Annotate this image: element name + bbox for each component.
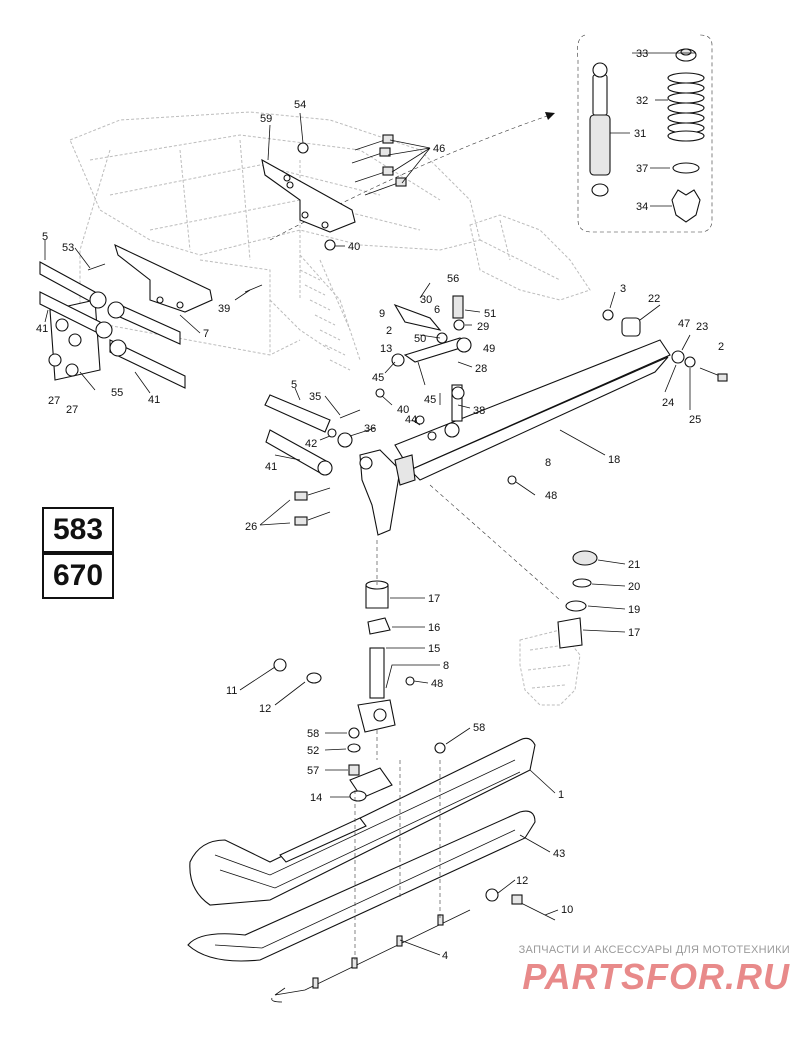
a-arm: [359, 309, 728, 536]
callout-label: 22: [648, 293, 660, 305]
hardware-small: [87, 142, 517, 776]
callout-label: 33: [636, 48, 648, 60]
callout-label: 55: [111, 387, 123, 399]
callout-label: 6: [434, 304, 440, 316]
callout-label: 40: [397, 404, 409, 416]
callout-label: 41: [265, 461, 277, 473]
bracket-assemblies: [48, 134, 407, 381]
callout-label: 53: [62, 242, 74, 254]
watermark-caption: ЗАПЧАСТИ И АКСЕССУАРЫ ДЛЯ МОТОТЕХНИКИ: [518, 944, 790, 956]
callout-label: 46: [433, 143, 445, 155]
model-number-box: 670: [42, 553, 114, 599]
callout-label: 8: [443, 660, 449, 672]
callout-label: 54: [294, 99, 306, 111]
callout-label: 48: [431, 678, 443, 690]
callout-label: 11: [226, 685, 237, 697]
leader-lines: [44, 52, 695, 956]
callout-label: 43: [553, 848, 565, 860]
callout-label: 29: [477, 321, 489, 333]
callout-label: 40: [348, 241, 360, 253]
callout-label: 18: [608, 454, 620, 466]
callout-label: 5: [291, 379, 297, 391]
model-number-box: 583: [42, 507, 114, 553]
callout-label: 7: [203, 328, 209, 340]
callout-label: 51: [484, 308, 496, 320]
callout-label: 49: [483, 343, 495, 355]
callout-label: 23: [696, 321, 708, 333]
callout-label: 58: [307, 728, 319, 740]
suspension-rods: [39, 261, 353, 476]
model-number: 670: [52, 559, 104, 592]
callout-label: 17: [628, 627, 640, 639]
callout-label: 48: [545, 490, 557, 502]
callout-label: 58: [473, 722, 485, 734]
callout-label: 20: [628, 581, 640, 593]
callout-label: 13: [380, 343, 392, 355]
shock-inset: [269, 34, 713, 241]
callout-label: 21: [628, 559, 640, 571]
callout-label: 57: [307, 765, 319, 777]
callout-label: 47: [678, 318, 690, 330]
callout-label: 15: [428, 643, 440, 655]
callout-label: 50: [414, 333, 426, 345]
callout-label: 27: [66, 404, 78, 416]
callout-label: 56: [447, 273, 459, 285]
ski: [187, 737, 556, 1003]
callout-label: 17: [428, 593, 440, 605]
callout-label: 16: [428, 622, 440, 634]
callout-label: 10: [561, 904, 573, 916]
callout-label: 35: [309, 391, 321, 403]
callout-label: 52: [307, 745, 319, 757]
callout-label: 3: [620, 283, 626, 295]
callout-label: 12: [259, 703, 271, 715]
callout-label: 9: [379, 308, 385, 320]
callout-label: 8: [545, 457, 551, 469]
callout-label: 5: [42, 231, 48, 243]
callout-label: 31: [634, 128, 646, 140]
callout-label: 32: [636, 95, 648, 107]
callout-label: 27: [48, 395, 60, 407]
callout-label: 19: [628, 604, 640, 616]
callout-label: 41: [36, 323, 48, 335]
steering-linkage: [391, 295, 472, 438]
ski-leg: [357, 484, 598, 760]
callout-label: 12: [516, 875, 528, 887]
callout-label: 37: [636, 163, 648, 175]
callout-label: 45: [424, 394, 436, 406]
callout-label: 2: [386, 325, 392, 337]
callout-label: 59: [260, 113, 272, 125]
callout-label: 42: [305, 438, 317, 450]
model-number: 583: [52, 513, 104, 546]
callout-label: 45: [372, 372, 384, 384]
callout-label: 44: [405, 414, 417, 426]
callout-label: 36: [364, 423, 376, 435]
callout-label: 25: [689, 414, 701, 426]
callout-label: 41: [148, 394, 160, 406]
callout-label: 14: [310, 792, 322, 804]
callout-label: 28: [475, 363, 487, 375]
callout-labels: 54 59 46 40 5 53 39 7 41 27 27 55 41 56 …: [36, 48, 724, 962]
callout-label: 39: [218, 303, 230, 315]
callout-label: 26: [245, 521, 257, 533]
callout-label: 34: [636, 201, 648, 213]
watermark-logo: PARTSFOR.RU: [522, 956, 790, 997]
callout-label: 2: [718, 341, 724, 353]
callout-label: 24: [662, 397, 674, 409]
callout-label: 30: [420, 294, 432, 306]
callout-label: 1: [558, 789, 564, 801]
callout-label: 4: [442, 950, 448, 962]
callout-label: 38: [473, 405, 485, 417]
